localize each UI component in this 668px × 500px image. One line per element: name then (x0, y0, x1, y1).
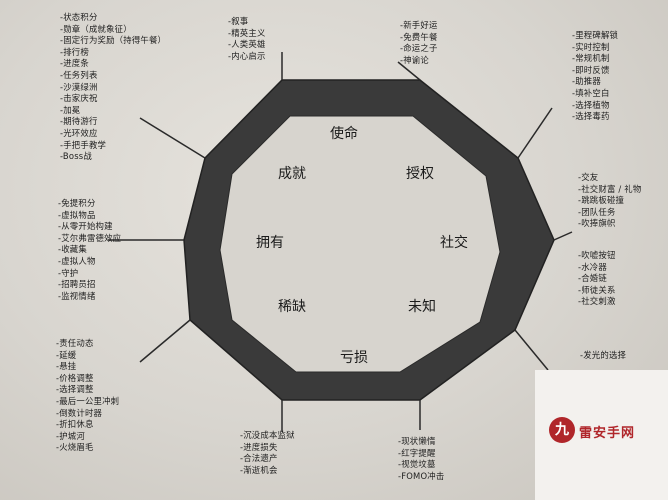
list-item: -交友 (578, 172, 599, 182)
list-item: -助推器 (572, 76, 601, 87)
connector-right (553, 231, 573, 241)
list-left-top: -状态积分-勋章（成就象征）-固定行为奖励（持得午餐）-排行榜-进度条-任务列表… (60, 12, 166, 163)
list-item: -沙漠绿洲 (60, 81, 98, 92)
list-item: -虚拟人物 (58, 255, 96, 266)
list-right-middle: -交友-社交财富 / 礼物-跳跳板碰撞-团队任务-吹捧旗帜 (578, 172, 641, 230)
list-bottom-left: -沉没成本监狱-进度损失-合法遗产-渐逝机会 (240, 430, 295, 476)
list-item: -神谕论 (400, 54, 429, 65)
list-item: -进度条 (60, 58, 89, 69)
list-left-middle: -免提积分-虚拟物品-从零开始构建-艾尔弗雷德效应-收藏集-虚拟人物-守护-招聘… (58, 198, 121, 302)
list-item: -内心启示 (228, 50, 266, 61)
list-bottom-right: -现状懒惰-红字提醒-视觉坟墓-FOMO冲击 (398, 436, 444, 482)
list-item: -合法遗产 (240, 453, 278, 464)
connector-lines (108, 52, 573, 432)
list-item: -收藏集 (58, 244, 87, 255)
list-item: -水冷器 (578, 261, 607, 272)
list-item: -Boss战 (60, 151, 92, 162)
list-item: -免费午餐 (400, 31, 438, 42)
list-right-bottom: -发光的选择 (580, 350, 626, 362)
list-item: -排行榜 (60, 46, 89, 57)
list-item: -进度损失 (240, 441, 278, 452)
list-item: -守护 (58, 267, 79, 278)
list-right-top: -里程碑解锁-实时控制-常规机制-即时反馈-助推器-填补空白-选择植物-选择毒药 (572, 30, 618, 123)
list-item: -选择植物 (572, 99, 610, 110)
list-item: -渐逝机会 (240, 464, 278, 475)
list-item: -监视情绪 (58, 290, 96, 301)
list-item: -现状懒惰 (398, 436, 436, 446)
list-item: -虚拟物品 (58, 209, 96, 220)
list-item: -击家庆祝 (60, 93, 98, 104)
list-item: -填补空白 (572, 87, 610, 98)
list-item: -社交刺激 (578, 296, 616, 307)
inner-octagon (219, 115, 501, 373)
watermark-site-name: 雷安手网 (579, 426, 636, 441)
list-item: -即时反馈 (572, 64, 610, 75)
watermark-logo: 九 (549, 417, 575, 443)
list-item: -合婚链 (578, 273, 607, 284)
list-item: -命运之子 (400, 43, 438, 54)
list-item: -状态积分 (60, 12, 98, 22)
list-item: -加冕 (60, 104, 81, 115)
drive-label-bottom: 亏损 (340, 350, 368, 366)
drive-label-lower-left: 稀缺 (278, 299, 306, 315)
list-item: -从零开始构建 (58, 221, 113, 232)
list-item: -发光的选择 (580, 350, 627, 360)
list-item: -固定行为奖励（持得午餐） (60, 35, 167, 46)
list-item: -实时控制 (572, 41, 610, 52)
connector-upper-right (517, 107, 553, 159)
list-right-lower: -吹嘘按钮-水冷器-合婚链-师徒关系-社交刺激 (578, 250, 616, 308)
list-item: -艾尔弗雷德效应 (58, 232, 122, 243)
list-item: -团队任务 (578, 206, 616, 217)
list-item: -责任动态 (56, 338, 94, 348)
list-item: -视觉坟墓 (398, 459, 436, 470)
list-item: -FOMO冲击 (398, 470, 445, 481)
list-item: -常规机制 (572, 53, 610, 64)
list-item: -跳跳板碰撞 (578, 195, 625, 206)
list-item: -最后一公里冲刺 (56, 395, 120, 406)
list-item: -延缓 (56, 349, 77, 360)
list-item: -折扣休息 (56, 419, 94, 430)
list-item: -人类英雄 (228, 39, 266, 50)
list-item: -价格调整 (56, 372, 94, 383)
list-item: -新手好运 (400, 20, 438, 30)
drive-label-upper-left: 成就 (278, 166, 306, 182)
drive-label-upper-right: 授权 (406, 166, 434, 182)
list-item: -悬挂 (56, 361, 77, 372)
list-item: -红字提醒 (398, 447, 436, 458)
list-top-left: -叙事-精英主义-人类英雄-内心启示 (228, 16, 266, 62)
watermark-overlay: 九 雷安手网 (535, 370, 668, 500)
list-item: -吹嘘按钮 (578, 250, 616, 260)
list-item: -选择调整 (56, 384, 94, 395)
drive-label-top: 使命 (330, 125, 358, 142)
list-item: -沉没成本监狱 (240, 430, 295, 440)
list-item: -倒数计时器 (56, 407, 103, 418)
list-item: -师徒关系 (578, 284, 616, 295)
list-item: -里程碑解锁 (572, 30, 619, 40)
list-item: -免提积分 (58, 198, 96, 208)
connector-lower-left (139, 319, 191, 363)
list-item: -护城河 (56, 430, 85, 441)
list-item: -叙事 (228, 16, 249, 26)
list-item: -任务列表 (60, 69, 98, 80)
connector-lower-right (514, 329, 549, 371)
list-item: -社交财富 / 礼物 (578, 183, 642, 194)
list-item: -期待游行 (60, 116, 98, 127)
list-item: -火烧眉毛 (56, 442, 94, 453)
drive-label-left: 拥有 (256, 235, 284, 251)
list-item: -手把手教学 (60, 139, 107, 150)
list-item: -光环效应 (60, 127, 98, 138)
list-left-bottom: -责任动态-延缓-悬挂-价格调整-选择调整-最后一公里冲刺-倒数计时器-折扣休息… (56, 338, 119, 454)
drive-label-lower-right: 未知 (408, 298, 436, 315)
list-item: -吹捧旗帜 (578, 218, 616, 229)
list-item: -精英主义 (228, 27, 266, 38)
list-item: -招聘员招 (58, 279, 96, 290)
list-top-right: -新手好运-免费午餐-命运之子-神谕论 (400, 20, 438, 66)
drive-label-right: 社交 (440, 234, 468, 251)
connector-top-right (397, 61, 421, 81)
list-item: -勋章（成就象征） (60, 23, 132, 34)
list-item: -选择毒药 (572, 111, 610, 122)
connector-upper-left (139, 117, 206, 159)
